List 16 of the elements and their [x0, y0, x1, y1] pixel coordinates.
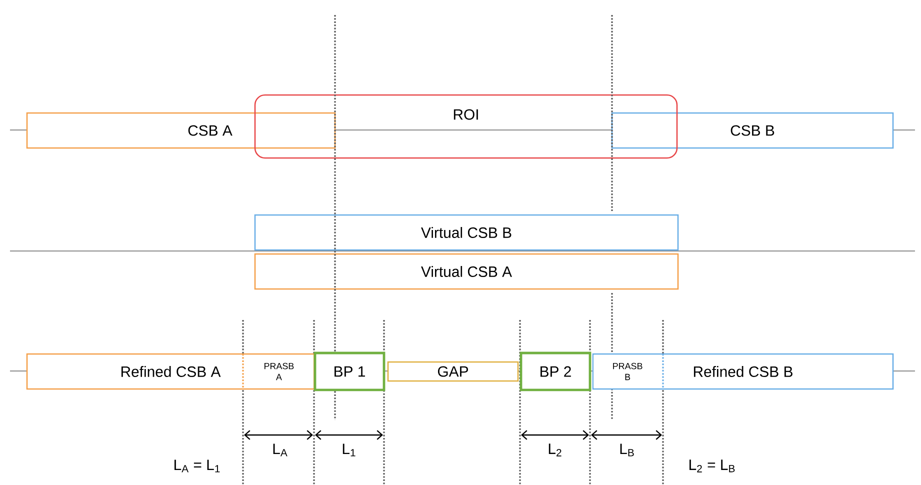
prasb-region: PRASB A [242, 354, 314, 389]
gap-box: GAP [387, 361, 519, 382]
bp-box: BP 1 [314, 352, 386, 392]
roi-box: ROI [254, 94, 678, 159]
dimension-label: L$_{A}$ [273, 444, 288, 456]
virtual-csb-box: Virtual CSB B [254, 214, 679, 251]
dimension-label: L$_{B}$ [620, 444, 634, 456]
bp-box: BP 2 [520, 352, 592, 392]
equation-label: L$_{A}$ = L$_{1}$ [174, 460, 220, 472]
dimension-label: L$_{2}$ [548, 444, 562, 456]
prasb-region: PRASB B [594, 354, 664, 389]
equation-label: L$_{2}$ = L$_{B}$ [690, 460, 735, 472]
virtual-csb-box: Virtual CSB A [254, 253, 679, 290]
csb-box: CSB B [611, 112, 894, 149]
dimension-label: L$_{1}$ [342, 444, 356, 456]
csb-box: CSB A [26, 112, 336, 149]
